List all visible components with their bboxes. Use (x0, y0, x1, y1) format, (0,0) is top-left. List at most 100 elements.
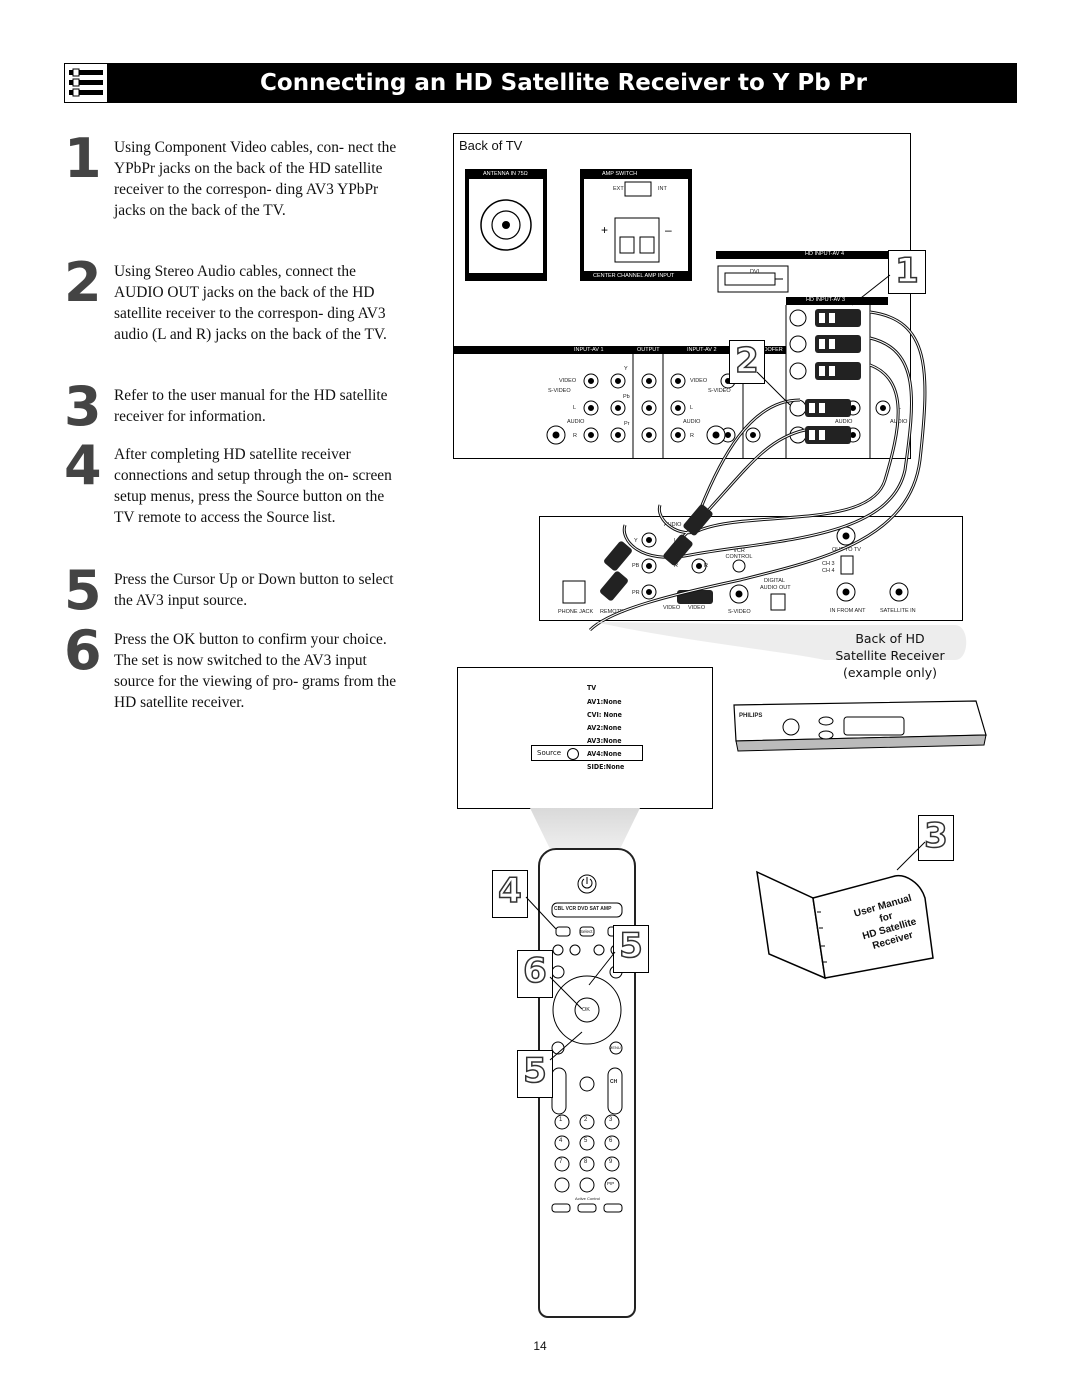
callout-5-top-pointer (588, 951, 616, 986)
amp-switch-label: AMP SWITCH (602, 171, 638, 177)
step-text: Using Stereo Audio cables, connect the A… (114, 263, 387, 343)
callout-3-pointer (896, 841, 926, 871)
svg-text:–: – (665, 223, 672, 237)
pr-label: Pr (624, 421, 630, 427)
remote-digit-3[interactable]: 3 (609, 1117, 613, 1123)
hd-input-av3-label: HD INPUT-AV 3 (806, 297, 846, 303)
remote-beam (530, 808, 640, 853)
rcv-r-label: R (674, 563, 678, 569)
step-text: Refer to the user manual for the HD sate… (114, 387, 388, 425)
rcv-video-label: VIDEO (663, 605, 681, 611)
video-label-2: VIDEO (690, 378, 708, 384)
remote-ch-label: CH (610, 1079, 618, 1085)
title-bar (64, 63, 1017, 103)
remote-digit-1[interactable]: 1 (559, 1117, 563, 1123)
menu-item-tv: TV (587, 684, 597, 692)
dvi-label: DVI (750, 269, 760, 275)
rcv-ch3-label: CH 3 (822, 561, 835, 567)
rcv-out-to-tv-label: OUT TO TV (832, 547, 861, 553)
remote-digit-8[interactable]: 8 (584, 1159, 588, 1165)
tv-panel-drawing: + – (453, 169, 891, 459)
step-number: 5 (64, 559, 102, 622)
step-number: 4 (64, 434, 102, 497)
menu-item-av2: AV2:None (587, 724, 622, 732)
remote-digit-4[interactable]: 4 (559, 1138, 563, 1144)
receiver-caption-bubble (595, 622, 967, 660)
step-number: 6 (64, 619, 102, 682)
r-label-2: R (690, 433, 694, 439)
source-label: Source (537, 749, 562, 757)
step-text: Press the Cursor Up or Down button to se… (114, 571, 394, 609)
menu-item-side: SIDE:None (587, 763, 625, 771)
rcv-in-from-ant-label: IN FROM ANT (830, 608, 866, 614)
callout-6: 6 (517, 950, 553, 998)
menu-item-av3: AV3:None (587, 737, 622, 745)
callout-3: 3 (918, 815, 954, 861)
philips-logo: PHILIPS (739, 713, 763, 719)
output-label: OUTPUT (637, 347, 660, 353)
input-av2-label: INPUT-AV 2 (687, 347, 717, 353)
r-label: R (573, 433, 577, 439)
remote-ok-button[interactable]: OK (582, 1007, 590, 1013)
audio-label: AUDIO (567, 419, 585, 425)
callout-2-pointer (756, 371, 791, 406)
antenna-label: ANTENNA IN 75Ω (483, 171, 528, 177)
remote-source-row: CBL VCR DVD SAT AMP (554, 906, 612, 912)
callout-2: 2 (729, 340, 765, 384)
callout-5-top: 5 (613, 925, 649, 973)
rcv-s-video-label: S-VIDEO (728, 609, 751, 615)
step-text: Press the OK button to confirm your choi… (114, 631, 397, 711)
receiver-caption-line3: (example only) (843, 665, 937, 680)
int-label: INT (658, 186, 667, 192)
y-label: Y (624, 366, 628, 372)
rcv-y-label: Y (634, 538, 638, 544)
s-video-label-2: S-VIDEO (708, 388, 731, 394)
step-number: 1 (64, 127, 102, 190)
rcv-satellite-in-label: SATELLITE IN (880, 608, 916, 614)
ext-label: EXT (613, 186, 624, 192)
rcv-pr-label: PR (632, 590, 640, 596)
callout-6-pointer (549, 976, 583, 1010)
step-text: Using Component Video cables, con- nect … (114, 139, 397, 219)
pb-label: Pb (623, 394, 630, 400)
remote-pip-button[interactable]: PIP (607, 1181, 615, 1186)
menu-item-cvi: CVI: None (587, 711, 622, 719)
rcv-remote-label: REMOTE (600, 609, 624, 615)
cursor-pad-icon (567, 748, 579, 760)
step-text: After completing HD satellite receiver c… (114, 446, 392, 526)
woofer-label: WOOFER (758, 347, 783, 353)
callout-4: 4 (492, 870, 528, 918)
satellite-receiver-front (733, 700, 987, 752)
rcv-video-label-2: VIDEO (688, 605, 706, 611)
remote-digit-5[interactable]: 5 (584, 1138, 588, 1144)
remote-select-button[interactable]: Select (580, 929, 593, 934)
remote-buttons-drawing (551, 874, 623, 1213)
tv-panel-label: Back of TV (459, 138, 523, 153)
menu-item-av4: AV4:None (587, 750, 622, 758)
receiver-caption: Back of HD Satellite Receiver (example o… (830, 630, 950, 681)
rcv-audio-out-label: AUDIO OUT (760, 585, 791, 591)
remote-digit-7[interactable]: 7 (559, 1159, 563, 1165)
input-av1-label: INPUT-AV 1 (574, 347, 604, 353)
remote-digit-2[interactable]: 2 (584, 1117, 588, 1123)
center-channel-label: CENTER CHANNEL AMP INPUT (593, 273, 675, 279)
callout-5-bottom: 5 (517, 1050, 553, 1098)
l-label: L (573, 405, 577, 411)
menu-item-av1: AV1:None (587, 698, 622, 706)
audio-label-3: AUDIO (835, 419, 853, 425)
svg-text:+: + (601, 223, 608, 237)
callout-5-bottom-pointer (549, 1031, 583, 1061)
rcv-vcr-control-label: VCR CONTROL (725, 548, 753, 560)
remote-digit-6[interactable]: 6 (609, 1138, 613, 1144)
rcv-pb-label: PB (632, 563, 640, 569)
remote-digit-9[interactable]: 9 (609, 1159, 613, 1165)
rcv-ch4-label: CH 4 (822, 568, 835, 574)
hd-input-av4-label: HD INPUT-AV 4 (805, 251, 845, 257)
rcv-r-label-2: R (704, 563, 708, 569)
cables-drawing (588, 310, 927, 632)
callout-4-pointer (525, 896, 557, 930)
rcv-phone-jack-label: PHONE JACK (558, 609, 594, 615)
tv-screen (457, 667, 713, 809)
remote-menu-button[interactable]: MENU (609, 1045, 621, 1050)
step-number: 2 (64, 251, 102, 314)
